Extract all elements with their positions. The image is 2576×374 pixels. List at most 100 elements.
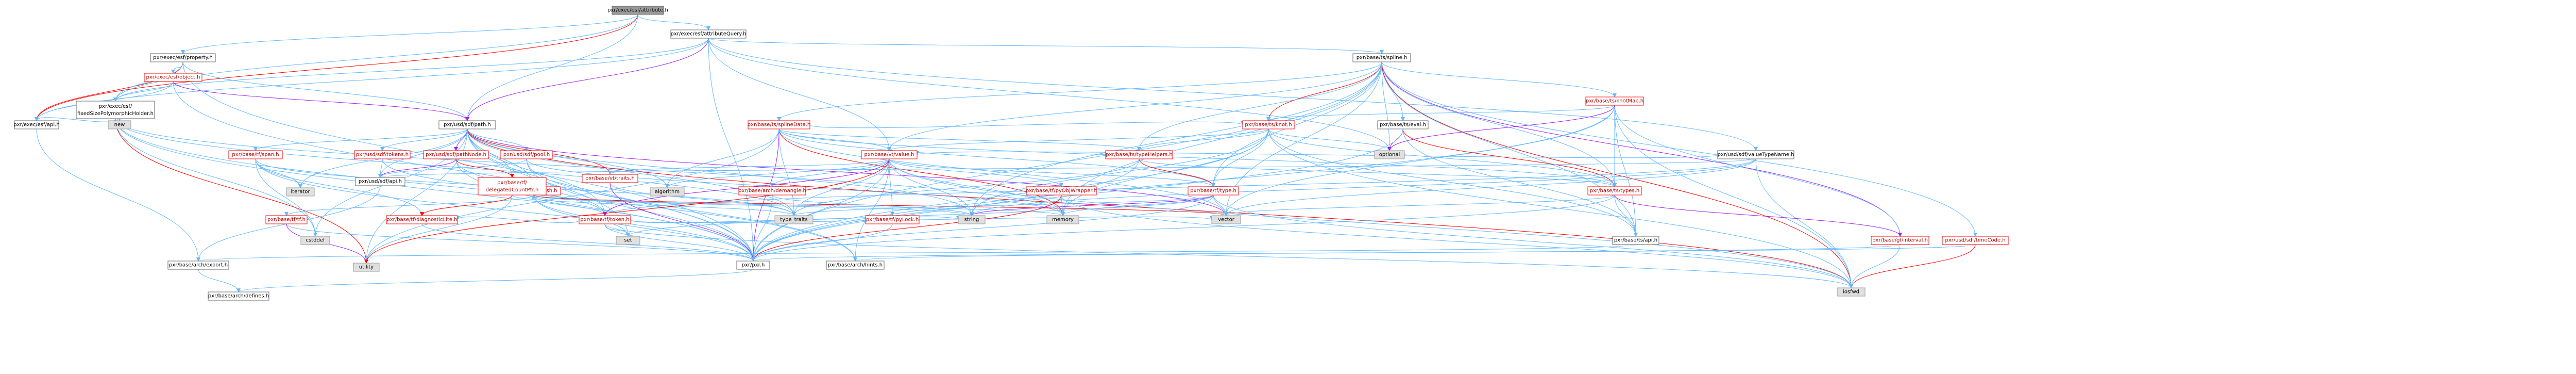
node-box — [616, 236, 640, 245]
node-tf-type-h[interactable]: pxr/base/tf/type.h — [1188, 186, 1239, 196]
node-optional[interactable]: optional — [1374, 150, 1405, 159]
node-export-h[interactable]: pxr/base/arch/export.h — [167, 261, 229, 270]
node-label: pxr/base/tf/pyLock.h — [866, 217, 919, 223]
node-label: pxr/exec/esf/attribute.h — [607, 8, 668, 13]
node-defines-h[interactable]: pxr/base/arch/defines.h — [208, 291, 269, 301]
edge-splineData_h-to-typeHelpers_h — [778, 128, 1141, 151]
node-iterator[interactable]: iterator — [286, 187, 315, 197]
node-label: pxr/base/vt/value.h — [865, 152, 914, 158]
node-pyLock-h[interactable]: pxr/base/tf/pyLock.h — [865, 215, 920, 224]
edge-export_h-to-defines_h — [198, 269, 241, 292]
node-span-h[interactable]: pxr/base/tf/span.h — [228, 150, 283, 159]
node-vt-value-h[interactable]: pxr/base/vt/value.h — [861, 150, 918, 159]
node-attribute-h[interactable]: pxr/exec/esf/attribute.h — [607, 6, 668, 15]
node-eval-h[interactable]: pxr/base/ts/eval.h — [1377, 120, 1429, 129]
node-label: optional — [1379, 152, 1400, 158]
node-diagnosticLite-h[interactable]: pxr/base/tf/diagnosticLite.h — [386, 215, 458, 224]
node-pxr-h[interactable]: pxr/pxr.h — [736, 261, 770, 270]
node-esf-api-h[interactable]: pxr/exec/esf/api.h — [13, 120, 60, 129]
node-demangle-h[interactable]: pxr/base/arch/demangle.h — [738, 186, 806, 196]
node-object-h[interactable]: pxr/exec/esf/object.h — [144, 73, 202, 82]
node-pyObjWrapper-h[interactable]: pxr/base/tf/pyObjWrapper.h — [1026, 186, 1097, 196]
node-knotMap-h[interactable]: pxr/base/ts/knotMap.h — [1585, 96, 1644, 106]
node-property-h[interactable]: pxr/exec/esf/property.h — [150, 53, 216, 62]
node-valueTypeName-h[interactable]: pxr/usd/sdf/valueTypeName.h — [1717, 150, 1794, 159]
node-tokens-h[interactable]: pxr/usd/sdf/tokens.h — [354, 150, 411, 159]
node-label: pxr/base/ts/eval.h — [1380, 122, 1426, 128]
edge-delegatedCountPtr_h-to-utility — [364, 194, 513, 264]
node-box — [1026, 186, 1097, 196]
edge-spline_h-to-timeCode_h — [1381, 61, 1977, 237]
node-attributeQuery-h[interactable]: pxr/exec/esf/attributeQuery.h — [670, 29, 747, 39]
node-iosfwd[interactable]: iosfwd — [1837, 287, 1866, 297]
node-memory[interactable]: memory — [1046, 215, 1079, 224]
node-utility[interactable]: utility — [353, 263, 380, 272]
edge-timeCode_h-to-iosfwd — [1849, 244, 1976, 288]
edge-fixedSize_h-to-utility — [115, 118, 368, 264]
node-algorithm[interactable]: algorithm — [650, 187, 685, 197]
node-token-h[interactable]: pxr/base/tf/token.h — [579, 215, 631, 224]
edge-token_h-to-pxr_h — [604, 223, 755, 262]
edge-splineData_h-to-knot_h — [809, 121, 1245, 128]
node-splineData-h[interactable]: pxr/base/ts/splineData.h — [748, 120, 810, 129]
edge-fixedSize_h-to-cstddef — [115, 118, 317, 237]
node-hints-h[interactable]: pxr/base/arch/hints.h — [826, 261, 885, 270]
edge-attributeQuery_h-to-fixedSize_h — [113, 38, 709, 102]
node-string[interactable]: string — [958, 215, 986, 224]
edge-vt_value_h-to-pyLock_h — [889, 158, 894, 216]
edge-splineData_h-to-algorithm — [665, 128, 779, 188]
node-box — [14, 120, 59, 129]
node-label: pxr/base/tf/diagnosticLite.h — [386, 217, 457, 223]
node-cstddef[interactable]: cstddef — [300, 236, 330, 245]
node-box — [1352, 53, 1411, 62]
node-box — [1188, 186, 1239, 196]
node-pool-h[interactable]: pxr/usd/sdf/pool.h — [500, 150, 553, 159]
node-pathNode-h[interactable]: pxr/usd/sdf/pathNode.h — [423, 150, 489, 159]
node-fixedSize-h[interactable]: pxr/exec/esf/fixedSizePolymorphicHolder.… — [76, 101, 155, 119]
edge-layer — [35, 14, 1977, 292]
edge-knot_h-to-iosfwd — [1268, 128, 1853, 288]
node-box — [423, 150, 489, 159]
edge-attribute_h-to-fixedSize_h — [113, 14, 638, 102]
node-label: pxr/usd/sdf/path.h — [444, 122, 491, 128]
node-box — [1374, 150, 1405, 159]
edge-attribute_h-to-sdf_path_h — [465, 14, 638, 121]
edge-pyObjWrapper_h-to-pxr_h — [751, 194, 1062, 262]
node-timeCode-h[interactable]: pxr/usd/sdf/timeCode.h — [1942, 236, 2009, 245]
edge-eval_h-to-ts_types_h — [1402, 128, 1617, 187]
node-tf-tf-h[interactable]: pxr/base/tf/tf.h — [265, 215, 308, 224]
node-ts-types-h[interactable]: pxr/base/ts/types.h — [1587, 186, 1642, 196]
node-interval-h[interactable]: pxr/base/gf/interval.h — [1871, 236, 1929, 245]
node-label: type_traits — [780, 217, 807, 223]
node-vector[interactable]: vector — [1211, 215, 1241, 224]
node-sdf-api-h[interactable]: pxr/usd/sdf/api.h — [355, 177, 405, 186]
edge-ts_types_h-to-vector — [1224, 194, 1615, 216]
node-label: iterator — [291, 189, 310, 195]
node-spline-h[interactable]: pxr/base/ts/spline.h — [1352, 53, 1411, 62]
node-typeHelpers-h[interactable]: pxr/base/ts/typeHelpers.h — [1105, 150, 1173, 159]
edge-pyLock_h-to-pxr_h — [751, 223, 893, 262]
node-label: pxr/exec/esf/attributeQuery.h — [671, 31, 747, 37]
node-box — [478, 177, 547, 196]
edge-property_h-to-esf_api_h — [35, 61, 183, 121]
node-knot-h[interactable]: pxr/base/ts/knot.h — [1242, 120, 1295, 129]
node-type-traits[interactable]: type_traits — [774, 215, 814, 224]
node-set[interactable]: set — [616, 236, 640, 245]
node-label: set — [624, 238, 632, 243]
edge-attribute_h-to-attributeQuery_h — [637, 14, 710, 30]
node-delegatedCountPtr-h[interactable]: pxr/base/tf/delegatedCountPtr.h — [478, 177, 547, 196]
node-ts-api-h[interactable]: pxr/base/ts/api.h — [1612, 236, 1659, 245]
node-vt-traits-h[interactable]: pxr/base/vt/traits.h — [582, 174, 638, 183]
node-box — [76, 101, 155, 119]
node-new[interactable]: new — [108, 120, 131, 129]
node-box — [355, 177, 405, 186]
node-sdf-path-h[interactable]: pxr/usd/sdf/path.h — [438, 120, 496, 129]
edge-knot_h-to-tf_type_h — [1211, 128, 1269, 187]
edge-knotMap_h-to-optional — [1387, 105, 1615, 151]
edge-object_h-to-fixedSize_h — [113, 81, 174, 102]
edge-knotMap_h-to-knot_h — [1266, 105, 1615, 121]
edge-demangle_h-to-pxr_h — [751, 194, 773, 262]
edge-token_h-to-vector — [630, 216, 1214, 223]
node-label: iosfwd — [1843, 289, 1859, 295]
edge-hash_h-to-vector — [533, 194, 1228, 216]
